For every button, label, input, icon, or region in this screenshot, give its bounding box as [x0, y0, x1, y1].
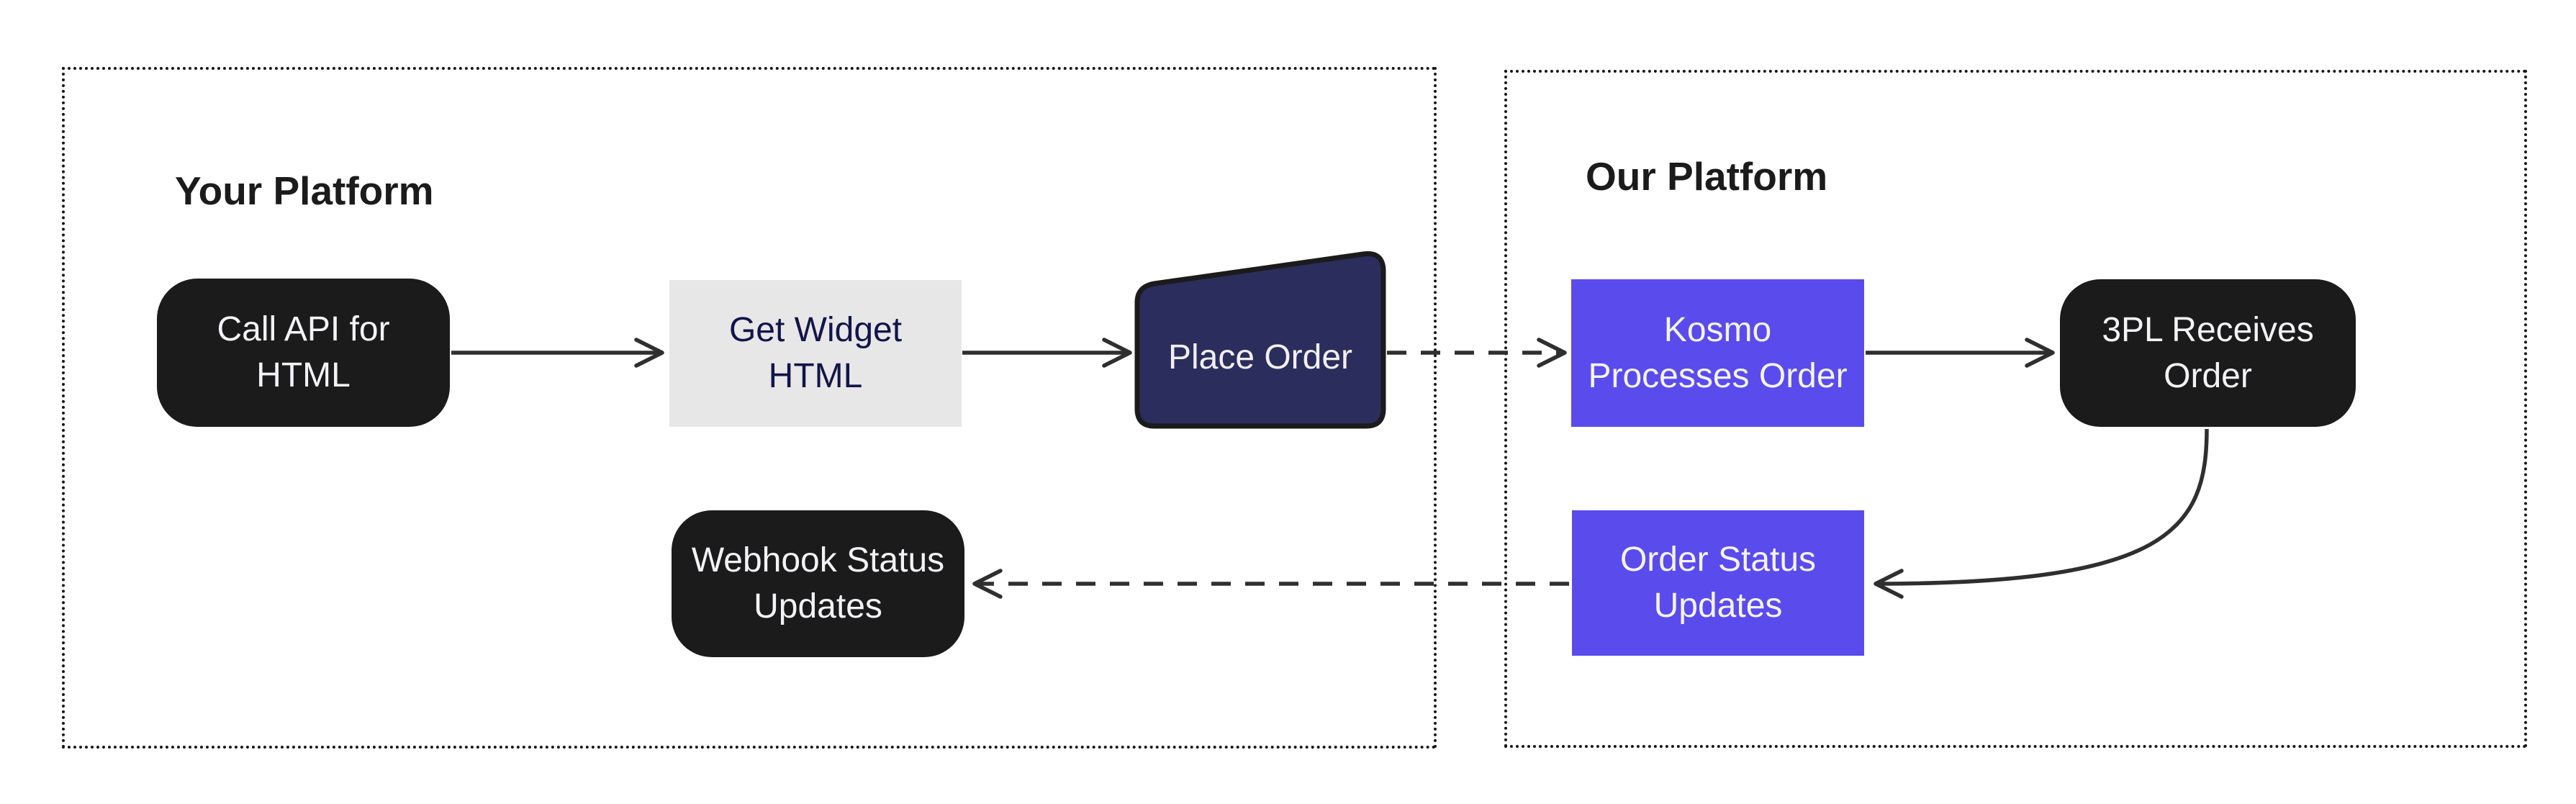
place-order-shape: [1134, 251, 1386, 429]
node-kosmo-processes-order: Kosmo Processes Order: [1571, 279, 1864, 427]
node-label-line: Processes Order: [1588, 356, 1848, 395]
node-label-line: 3PL Receives: [2102, 310, 2314, 349]
node-label-line: Updates: [1653, 587, 1783, 625]
your-platform-title: Your Platform: [175, 168, 434, 213]
node-label-line: Kosmo: [1663, 310, 1772, 349]
arrow-three-pl-to-order-status: [1874, 428, 2209, 599]
node-label-line: Order: [2164, 356, 2252, 395]
node-place-order: Place Order: [1137, 288, 1383, 426]
node-label-line: Updates: [754, 587, 882, 625]
node-label-line: HTML: [768, 357, 863, 395]
node-label-line: Get Widget: [728, 311, 903, 349]
node-label-line: Webhook Status: [691, 541, 945, 579]
node-label-line: HTML: [256, 356, 351, 394]
our-platform-container: [1504, 70, 2527, 748]
node-order-status-updates: Order Status Updates: [1572, 510, 1864, 656]
node-call-api-for-html: Call API for HTML: [157, 279, 450, 427]
node-label-line: Place Order: [1167, 338, 1353, 376]
node-webhook-status-updates: Webhook Status Updates: [672, 510, 964, 657]
node-label-line: Order Status: [1619, 541, 1817, 579]
your-platform-container: [62, 67, 1437, 749]
our-platform-title: Our Platform: [1586, 154, 1828, 199]
node-3pl-receives-order: 3PL Receives Order: [2060, 279, 2356, 427]
node-label-line: Call API for: [217, 310, 390, 348]
node-get-widget-html: Get Widget HTML: [669, 280, 962, 427]
